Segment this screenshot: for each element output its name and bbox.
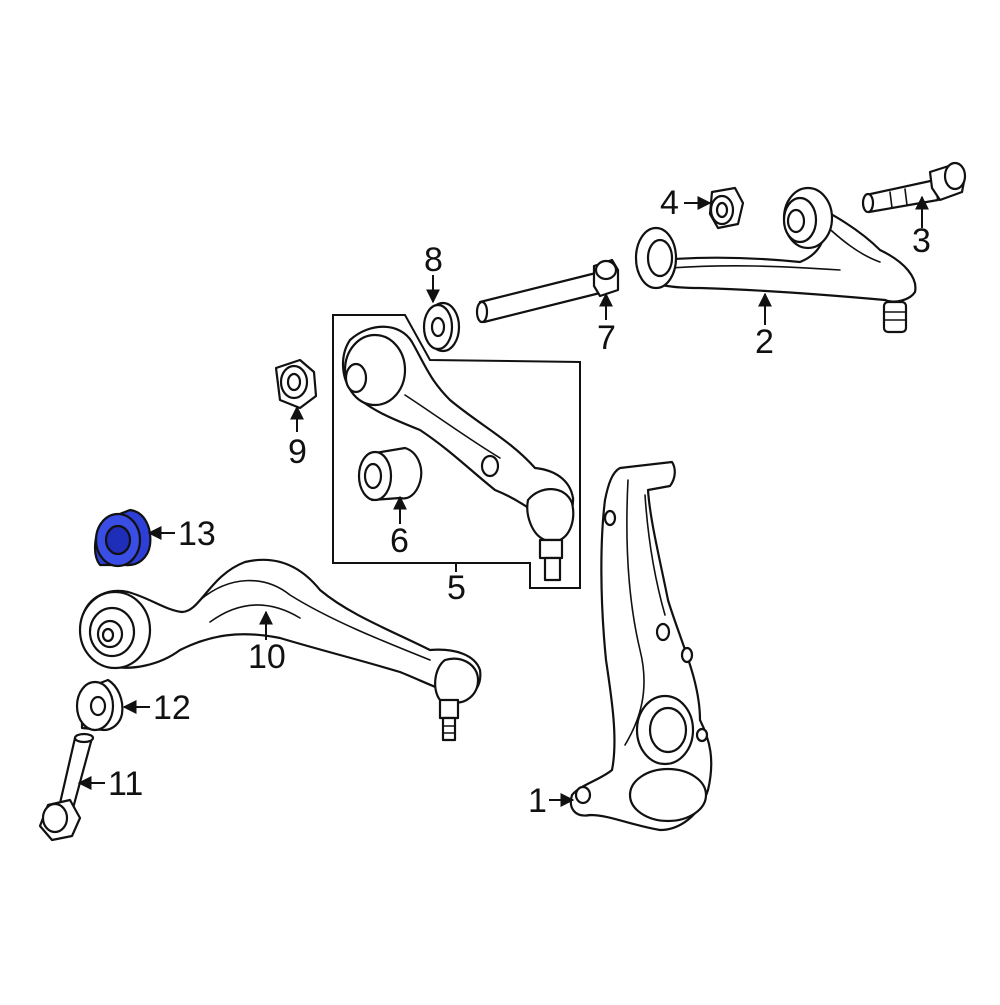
callout-10: 10 <box>248 638 286 676</box>
callout-labels: 1 2 3 4 5 6 7 8 9 10 11 12 13 <box>108 184 931 820</box>
nut-9[interactable] <box>274 358 318 410</box>
bushing-6[interactable] <box>357 446 423 502</box>
callout-8: 8 <box>424 241 443 279</box>
lower-control-arm-10[interactable] <box>78 558 482 742</box>
callout-3: 3 <box>912 222 931 260</box>
callout-4: 4 <box>660 184 679 222</box>
lower-control-arm-5[interactable] <box>341 325 575 582</box>
callout-7: 7 <box>597 319 616 357</box>
bolt-11[interactable] <box>38 732 95 842</box>
nut-4[interactable] <box>708 186 745 230</box>
callout-12: 12 <box>153 689 191 727</box>
bushing-13-highlighted[interactable] <box>94 508 152 568</box>
callout-11: 11 <box>108 765 143 803</box>
callout-9: 9 <box>288 433 307 471</box>
bolt-7[interactable] <box>475 258 620 324</box>
callout-6: 6 <box>390 522 409 560</box>
callout-5: 5 <box>447 569 466 607</box>
assembly-box-5 <box>332 314 581 589</box>
callout-1: 1 <box>528 782 547 820</box>
upper-control-arm[interactable] <box>634 186 917 334</box>
bolt-3[interactable] <box>861 161 967 214</box>
washer-12[interactable] <box>75 678 124 732</box>
steering-knuckle-1[interactable] <box>569 460 713 832</box>
washer-8[interactable] <box>422 301 461 353</box>
leader-lines <box>77 195 929 807</box>
callout-13: 13 <box>178 515 216 553</box>
callout-2: 2 <box>755 323 774 361</box>
